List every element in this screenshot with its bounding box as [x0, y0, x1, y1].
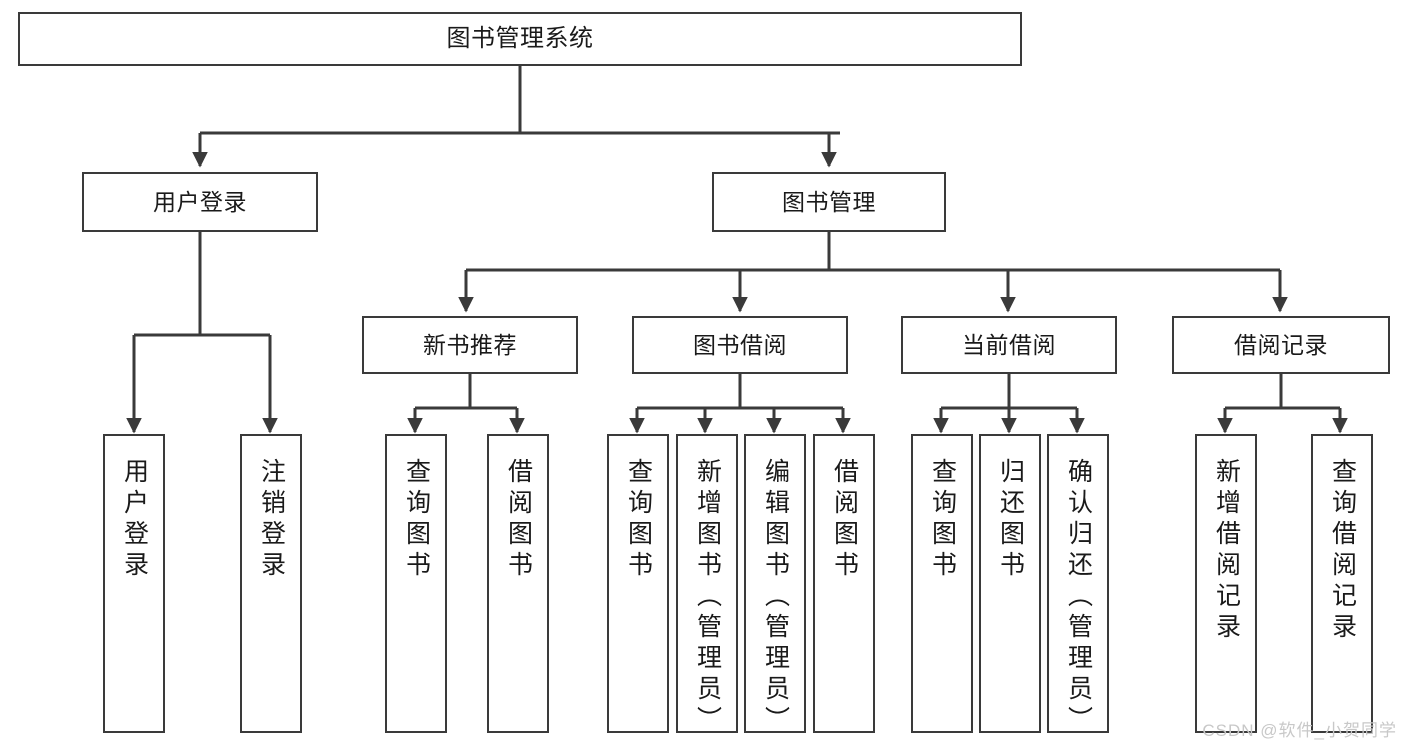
- node-label: 查询图书: [928, 458, 957, 582]
- leaf-return-book[interactable]: 归还图书: [979, 434, 1041, 733]
- node-root-book-management-system[interactable]: 图书管理系统: [18, 12, 1022, 66]
- node-label: 查询图书: [624, 458, 653, 582]
- node-label: 查询图书: [402, 458, 431, 582]
- leaf-query-borrow-record[interactable]: 查询借阅记录: [1311, 434, 1373, 733]
- node-current-borrow[interactable]: 当前借阅: [901, 316, 1117, 374]
- node-label: 图书管理系统: [446, 25, 594, 53]
- node-label: 图书管理: [782, 188, 876, 215]
- node-label: 借阅图书: [830, 458, 859, 582]
- leaf-borrow-book[interactable]: 借阅图书: [813, 434, 875, 733]
- node-label: 新书推荐: [423, 331, 517, 358]
- node-label: 新增图书（管理员）: [693, 458, 722, 737]
- node-label: 用户登录: [120, 458, 149, 582]
- leaf-confirm-return-admin[interactable]: 确认归还（管理员）: [1047, 434, 1109, 737]
- node-label: 归还图书: [996, 458, 1025, 582]
- node-label: 借阅记录: [1234, 331, 1328, 358]
- node-label: 用户登录: [153, 188, 247, 215]
- csdn-watermark: CSDN @软件_小贺同学: [1202, 721, 1397, 740]
- node-label: 当前借阅: [962, 331, 1056, 358]
- leaf-query-book-current[interactable]: 查询图书: [911, 434, 973, 733]
- leaf-edit-book-admin[interactable]: 编辑图书（管理员）: [744, 434, 806, 737]
- node-borrow-record[interactable]: 借阅记录: [1172, 316, 1390, 374]
- leaf-query-book-new[interactable]: 查询图书: [385, 434, 447, 733]
- leaf-user-logout[interactable]: 注销登录: [240, 434, 302, 733]
- node-label: 查询借阅记录: [1328, 458, 1357, 644]
- node-book-borrow[interactable]: 图书借阅: [632, 316, 848, 374]
- node-label: 确认归还（管理员）: [1064, 458, 1093, 737]
- node-label: 编辑图书（管理员）: [761, 458, 790, 737]
- node-label: 注销登录: [257, 458, 286, 582]
- leaf-add-borrow-record[interactable]: 新增借阅记录: [1195, 434, 1257, 733]
- leaf-user-login[interactable]: 用户登录: [103, 434, 165, 733]
- leaf-add-book-admin[interactable]: 新增图书（管理员）: [676, 434, 738, 737]
- node-label: 新增借阅记录: [1212, 458, 1241, 644]
- leaf-query-book-borrow[interactable]: 查询图书: [607, 434, 669, 733]
- node-user-login[interactable]: 用户登录: [82, 172, 318, 232]
- leaf-borrow-book-new[interactable]: 借阅图书: [487, 434, 549, 733]
- node-label: 图书借阅: [693, 331, 787, 358]
- node-label: 借阅图书: [504, 458, 533, 582]
- node-new-book-recommendation[interactable]: 新书推荐: [362, 316, 578, 374]
- node-book-management[interactable]: 图书管理: [712, 172, 946, 232]
